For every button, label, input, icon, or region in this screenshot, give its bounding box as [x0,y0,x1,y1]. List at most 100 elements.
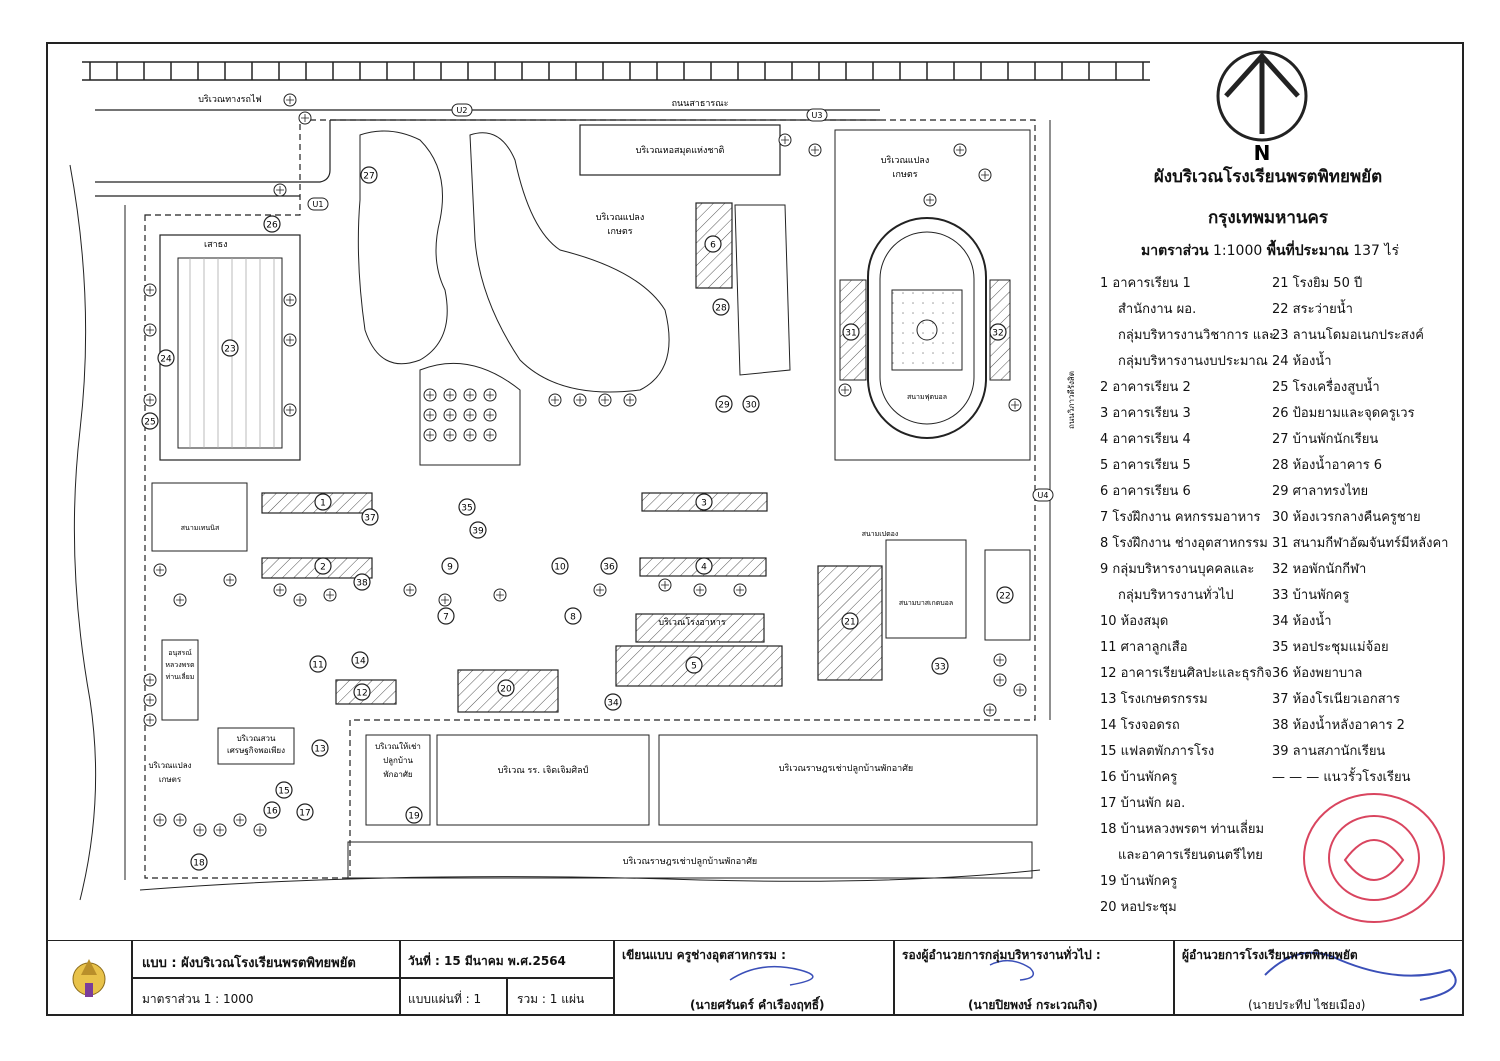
legend-item-16: 16 บ้านพักครู [1100,770,1178,785]
sufficiency-garden-area [217,727,295,765]
legend-item-28: 28 ห้องน้ำอาคาร 6 [1272,458,1383,473]
marker-6-label: 6 [710,241,716,251]
tb-deputy-cell [894,940,1174,1016]
legend-item-32: 32 หอพักนักกีฬา [1272,562,1367,577]
legend-item-15: 15 แฟลตพักภารโรง [1100,744,1215,759]
legend-item-6: 6 อาคารเรียน 6 [1100,484,1191,499]
marker-28-circle [712,298,730,316]
legend-item-11: 11 ศาลาลูกเสือ [1100,640,1188,655]
marker-7-circle [437,607,455,625]
canteen-building [635,613,765,643]
tree-cross [1016,686,1024,694]
marker-28-label: 28 [715,304,727,314]
national-library-label: บริเวณหอสมุดแห่งชาติ [636,145,725,156]
tree-cross [486,431,494,439]
marker-10-label: 10 [554,563,566,573]
marker-18-circle [190,853,208,871]
tree-cross [626,396,634,404]
memorial-building-line-3: ท่านเลี่ยม [166,672,195,681]
tb-plan: แบบ : ผังบริเวณโรงเรียนพรตพิทยพยัต [142,952,356,973]
sufficiency-garden-line-2: เศรษฐกิจพอเพียง [227,746,285,755]
marker-33-circle [931,657,949,675]
tree-cross [286,336,294,344]
marker-36-label: 36 [603,563,615,573]
marker-18-label: 18 [193,859,205,869]
tree-cross [176,596,184,604]
railway-label: บริเวณทางรถไฟ [198,94,262,105]
gate-U4-label: U4 [1038,491,1049,500]
legend-item-4: 4 อาคารเรียน 4 [1100,432,1191,447]
tree-cross [981,171,989,179]
railway [82,61,1150,81]
marker-24-circle [157,349,175,367]
tree-cross [496,591,504,599]
marker-38-circle [353,573,371,591]
north-label: N [1254,141,1271,165]
farm-plot-1-line-1: บริเวณแปลง [596,212,644,223]
sufficiency-garden-label: บริเวณสวนเศรษฐกิจพอเพียง [227,734,285,755]
marker-5-label: 5 [691,662,697,672]
legend-item-5: 5 อาคารเรียน 5 [1100,458,1191,473]
north-arrow [1216,50,1308,142]
sufficiency-garden-line-1: บริเวณสวน [237,734,276,743]
tb-sheet: แบบแผ่นที่ : 1 [408,992,482,1006]
resident-rent-area-1 [658,734,1038,826]
tb-date-cell [400,940,614,978]
legend-fence: — — — แนวรั้วโรงเรียน [1272,770,1411,785]
legend-item-25: 25 โรงเครื่องสูบน้ำ [1272,380,1380,395]
marker-19-circle [405,806,423,824]
farm-plot-3-line-2: เกษตร [159,775,182,784]
resident-rent-label-1: บริเวณราษฎรเช่าปลูกบ้านพักอาศัย [779,763,913,774]
tree-cross [996,676,1004,684]
pond-2 [469,132,670,393]
signature-drawer [729,965,814,986]
tree-cross [146,326,154,334]
tree-cross [301,114,309,122]
tree-cross [661,581,669,589]
legend-item-39: 39 ลานสภานักเรียน [1272,744,1386,759]
marker-10-circle [551,557,569,575]
marker-25-circle [141,412,159,430]
tree-cross [326,591,334,599]
marker-8-label: 8 [570,613,576,623]
marker-11-label: 11 [312,661,323,671]
marker-2-label: 2 [320,563,326,573]
tree-cross [406,586,414,594]
tb-deputy-label: รองผู้อำนวยการกลุ่มบริหารงานทั่วไป : [902,948,1101,962]
basketball-court-area [885,539,967,639]
tb-drawn-by-label: เขียนแบบ ครูช่างอุตสาหกรรม : [622,948,786,962]
marker-1-circle [314,493,332,511]
area-label: พื้นที่ประมาณ [1266,243,1349,259]
tree-cross [446,431,454,439]
farm-plot-label-3: บริเวณแปลงเกษตร [148,761,191,784]
centre-circle [916,319,938,341]
teacher-housing-rent-line-2: ปลูกบ้าน [383,756,413,766]
marker-39-circle [469,521,487,539]
running-track-outer [867,217,987,439]
stadium-area [834,129,1031,461]
legend-item-1-cont: กลุ่มบริหารงานงบประมาณ [1118,354,1268,369]
signature-deputy [989,959,1035,981]
legend-item-2: 2 อาคารเรียน 2 [1100,380,1191,395]
bottom-canal [139,869,1041,891]
marker-5-circle [685,656,703,674]
marker-22-label: 22 [999,592,1010,602]
tree-cross [696,586,704,594]
legend-item-36: 36 ห้องพยาบาล [1272,666,1363,681]
legend-item-37: 37 ห้องโรเนียวเอกสาร [1272,692,1400,707]
tree-cross [426,391,434,399]
legend-item-23: 23 ลานนโดมอเนกประสงค์ [1272,328,1424,343]
gate-U1-label: U1 [313,200,324,209]
gate-U1-box [307,197,329,211]
tree-cross [146,696,154,704]
legend-item-3: 3 อาคารเรียน 3 [1100,406,1191,421]
tree-cross [486,391,494,399]
marker-14-label: 14 [354,657,366,667]
tb-director-name: (นายประทีป ไชยเมือง) [1248,998,1366,1012]
marker-31-label: 31 [845,329,856,339]
tb-scale-cell [132,978,400,1016]
memorial-building-line-2: หลวงพรต [165,661,195,669]
buildings [261,202,883,713]
tree-cross [446,391,454,399]
marker-6-circle [704,235,722,253]
